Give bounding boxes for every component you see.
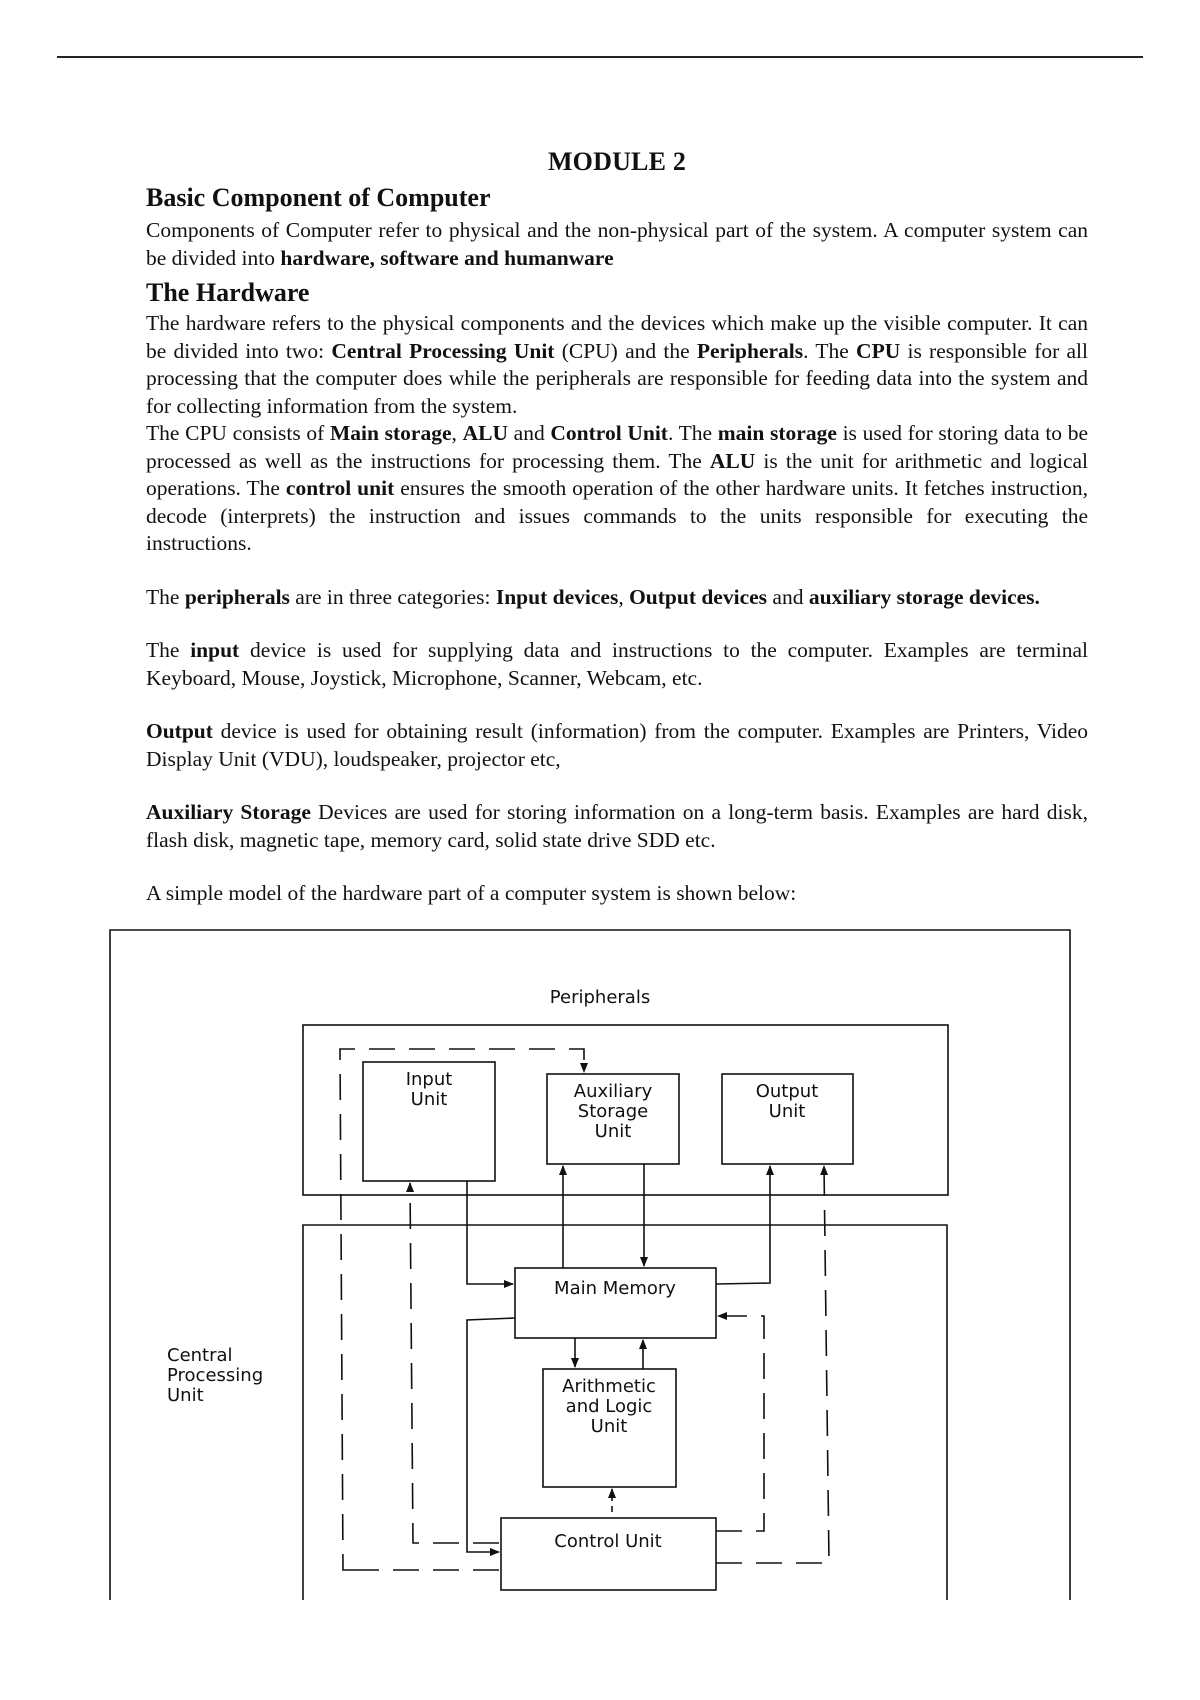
alu-label-1: Arithmetic [562,1376,656,1397]
peripherals-label: Peripherals [550,987,650,1008]
cpu-paragraph: The CPU consists of Main storage, ALU an… [146,421,1089,555]
input-to-memory-line [466,1181,514,1288]
control-to-output-dashed [716,1165,830,1564]
output-paragraph: Output device is used for obtaining resu… [146,719,1088,771]
output-unit-label-1: Output [756,1081,819,1102]
cpu-box [302,1224,948,1600]
input-unit-box [362,1061,496,1182]
memory-to-output-line [715,1165,774,1285]
top-rule [57,56,1143,58]
diagram-frame [109,929,1071,1600]
input-paragraph: The input device is used for supplying d… [146,638,1088,690]
hardware-paragraph: The hardware refers to the physical comp… [146,311,1088,418]
control-unit-box [500,1517,717,1591]
control-to-aux-dashed [339,1048,588,1571]
auxiliary-paragraph: Auxiliary Storage Devices are used for s… [146,800,1089,852]
document-body: MODULE 2 Basic Component of Computer Com… [146,147,1088,908]
main-memory-box [514,1267,717,1339]
main-memory-label: Main Memory [554,1278,676,1299]
control-to-memory-dashed [716,1312,765,1532]
memory-to-control-line [466,1317,516,1556]
alu-label-2: and Logic [566,1396,653,1417]
alu-box [542,1368,677,1488]
heading-basic-component: Basic Component of Computer [146,183,491,212]
intro-paragraph: Components of Computer refer to physical… [146,218,1088,270]
control-unit-label: Control Unit [554,1531,661,1552]
model-intro: A simple model of the hardware part of a… [146,881,797,905]
output-unit-box [721,1073,854,1165]
aux-unit-label-2: Storage [578,1101,648,1122]
peripherals-paragraph: The peripherals are in three categories:… [146,584,1040,609]
control-to-input-dashed [406,1182,499,1544]
alu-label-3: Unit [591,1416,628,1437]
cpu-label-3: Unit [167,1385,204,1406]
input-unit-label-2: Unit [411,1089,448,1110]
module-title: MODULE 2 [547,147,687,176]
auxiliary-unit-box [546,1073,680,1165]
input-unit-label-1: Input [406,1069,453,1090]
peripherals-box [302,1024,949,1196]
cpu-label-2: Processing [167,1365,263,1386]
output-unit-label-2: Unit [769,1101,806,1122]
cpu-label-1: Central [167,1345,233,1366]
aux-unit-label-3: Unit [595,1121,632,1142]
aux-unit-label-1: Auxiliary [574,1081,653,1102]
heading-hardware: The Hardware [146,278,310,307]
